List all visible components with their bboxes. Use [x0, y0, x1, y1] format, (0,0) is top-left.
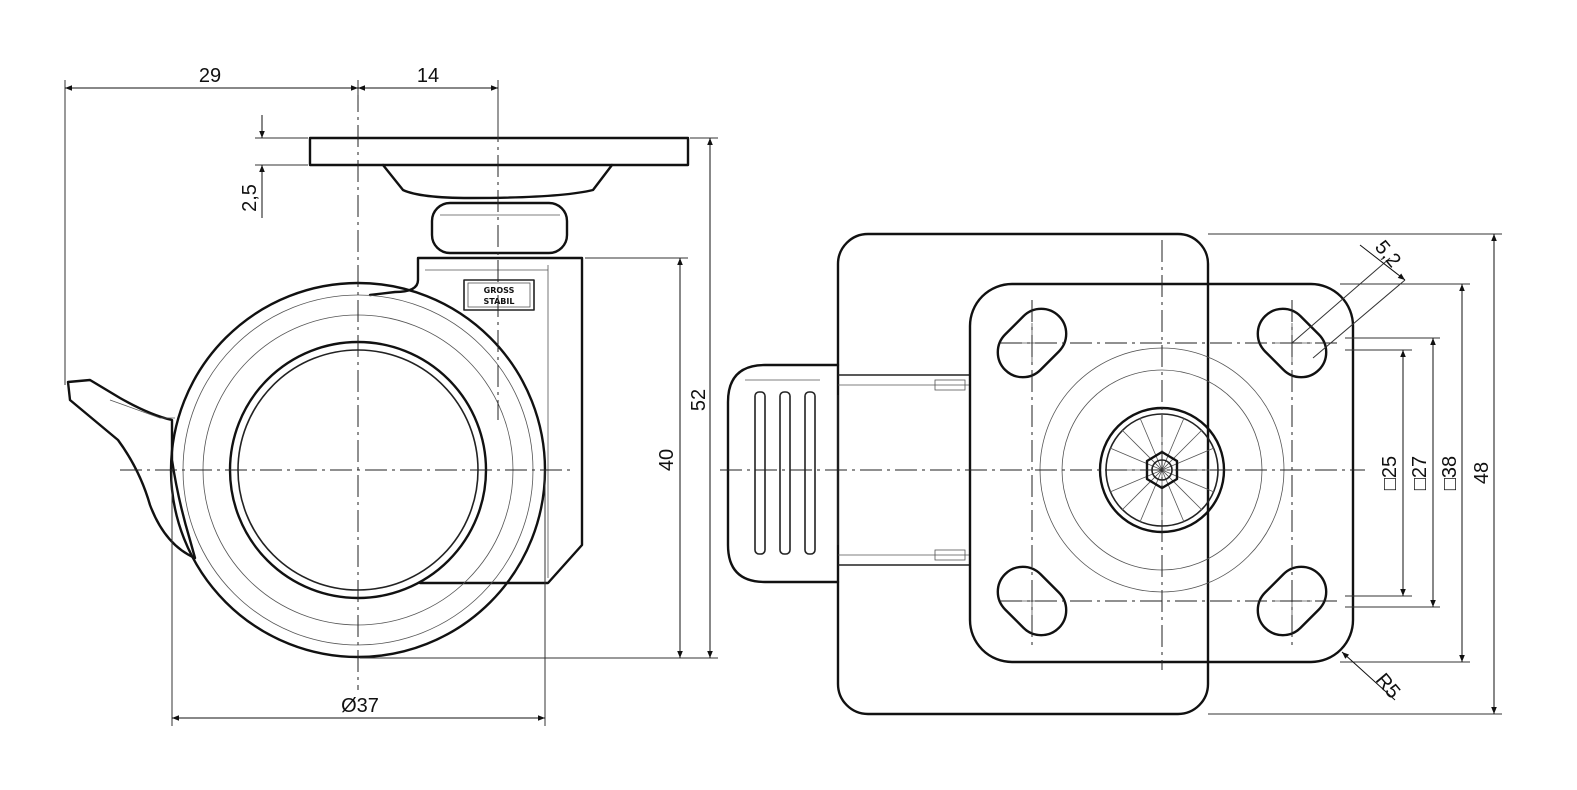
- dim-hole-spacing-large: □27: [1409, 456, 1431, 490]
- dim-corner-radius: R5: [1371, 669, 1404, 703]
- dim-plate-size: □38: [1439, 456, 1461, 490]
- dim-bolt-hole: 5,2: [1370, 236, 1405, 271]
- dim-offset-right: 14: [417, 65, 439, 87]
- dim-wheel-height: 40: [656, 449, 678, 471]
- dim-total-width: 48: [1471, 462, 1493, 484]
- dim-wheel-diameter: Ø37: [341, 695, 379, 717]
- brake-lever: [66, 378, 197, 560]
- brake-pedal: [726, 363, 840, 584]
- dim-total-height: 52: [688, 389, 710, 411]
- kingpin-neck: [430, 201, 569, 255]
- dim-offset-left: 29: [199, 65, 221, 87]
- top-view: 5,2 □25 □27 □38 48 R5: [720, 232, 1502, 716]
- brand-logo: GROSS STABIL: [463, 279, 535, 311]
- bolt-holes: [996, 307, 1328, 637]
- logo-text-line2: STABIL: [484, 297, 515, 306]
- logo-text-line1: GROSS: [484, 286, 515, 295]
- dim-plate-thickness: 2,5: [239, 184, 261, 212]
- mounting-plate: [308, 136, 690, 167]
- dim-hole-spacing-small: □25: [1379, 456, 1401, 490]
- side-view: GROSS STABIL 29 14 2,5: [64, 65, 718, 726]
- swivel-housing: [381, 163, 614, 200]
- fork-body: [368, 256, 584, 585]
